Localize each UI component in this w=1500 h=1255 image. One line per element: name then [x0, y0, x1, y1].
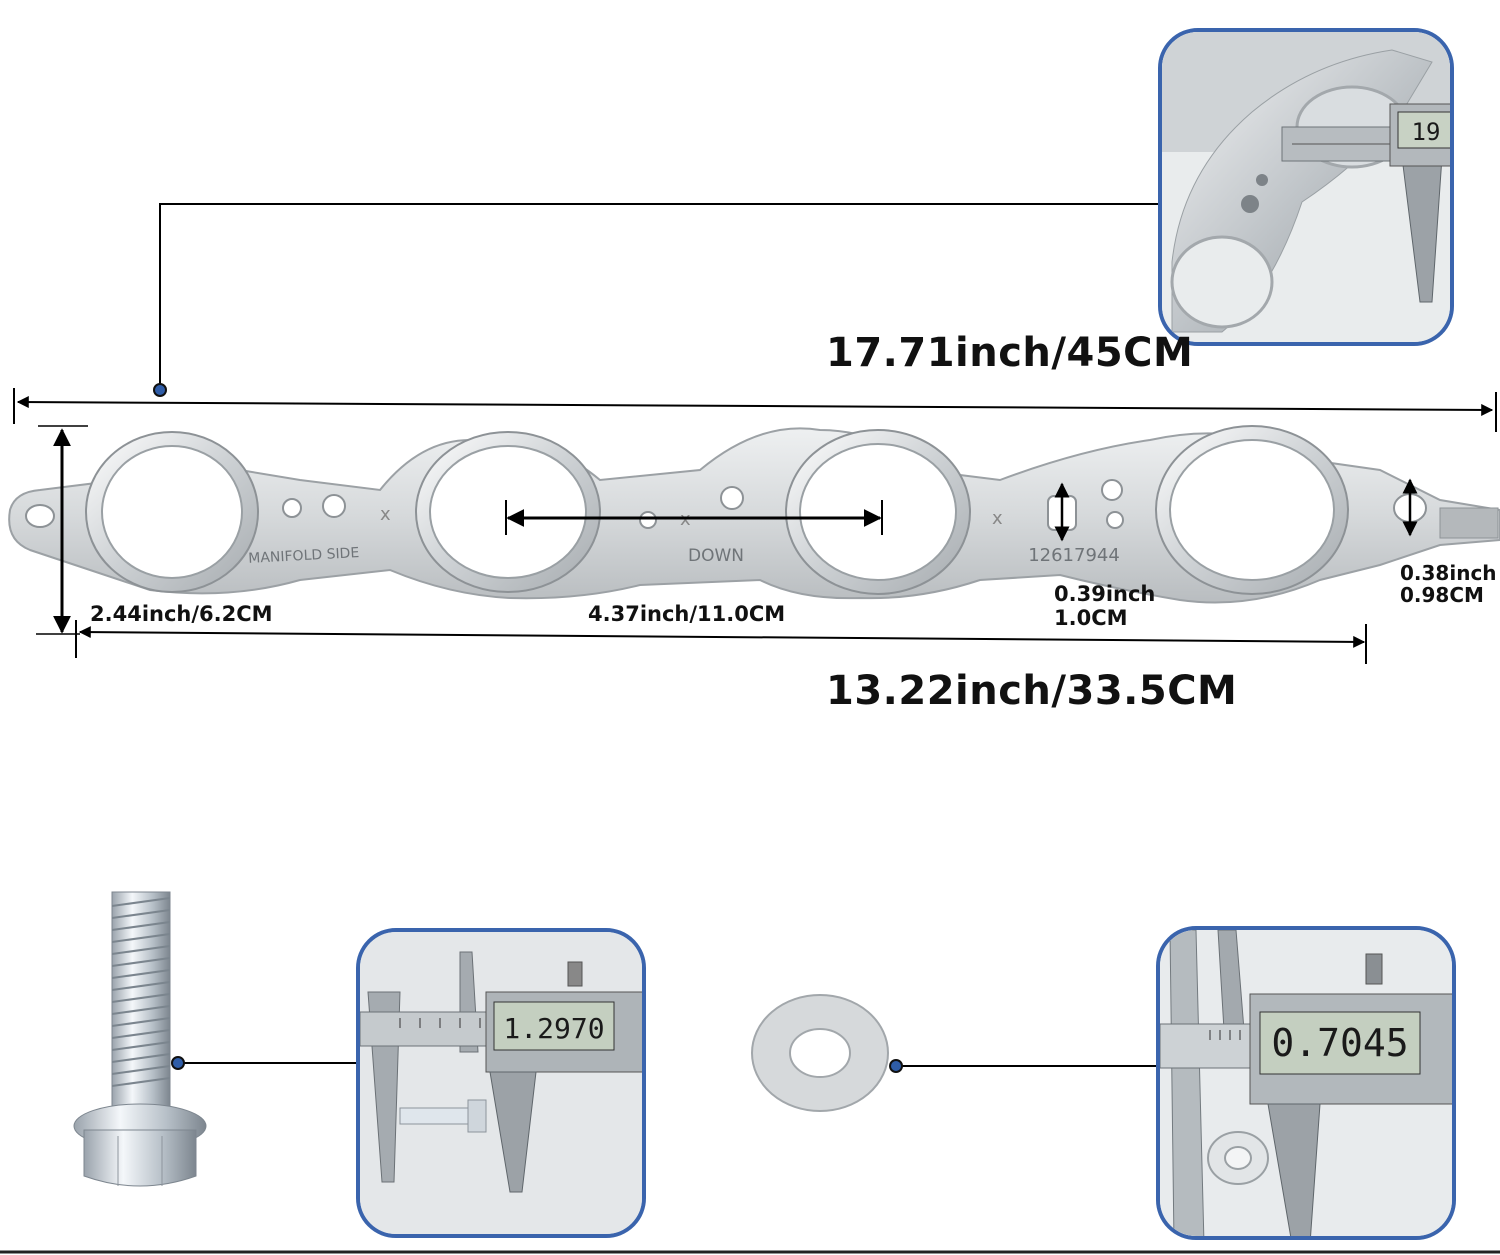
exhaust-gasket: x x x MANIFOLD SIDE DOWN 12617944	[8, 425, 1500, 604]
svg-text:x: x	[992, 508, 1003, 529]
manifold-side-stamp: MANIFOLD SIDE	[248, 545, 360, 567]
top-leader-dot	[153, 383, 167, 397]
top-leader-line	[159, 203, 1158, 390]
bolt-caliper-photo: 1.2970	[360, 932, 642, 1234]
gasket-caliper-photo: 19	[1162, 32, 1450, 342]
bolt-measurement-inset: 1.2970	[356, 928, 646, 1238]
total-length-label: 17.71inch/45CM	[826, 330, 1194, 376]
flange-bolt	[73, 891, 207, 1187]
height-label: 2.44inch/6.2CM	[90, 602, 273, 626]
port-spacing-label: 4.37inch/11.0CM	[588, 602, 786, 626]
washer-caliper-reading: 0.7045	[1271, 1021, 1408, 1065]
washer-caliper-photo: 0.7045	[1160, 930, 1452, 1236]
slot-height-cm: 1.0CM	[1054, 606, 1128, 630]
down-stamp: DOWN	[688, 546, 744, 566]
tab-hole-cm: 0.98CM	[1400, 583, 1484, 607]
washer-leader-dot	[889, 1059, 903, 1073]
svg-text:x: x	[380, 504, 391, 525]
port-span-arrow	[78, 626, 1366, 648]
gasket-thickness-inset: 19	[1158, 28, 1454, 346]
bolt-leader-dot	[171, 1056, 185, 1070]
tab-hole-inch: 0.38inch	[1400, 561, 1497, 585]
port-span-label: 13.22inch/33.5CM	[826, 668, 1238, 714]
tab-hole-label: 0.38inch 0.98CM	[1400, 562, 1497, 606]
part-number-stamp: 12617944	[1028, 545, 1120, 566]
bolt-caliper-reading: 1.2970	[503, 1012, 604, 1045]
length-arrow	[16, 396, 1494, 416]
washer-measurement-inset: 0.7045	[1156, 926, 1456, 1240]
slot-height-label: 0.39inch 1.0CM	[1054, 582, 1155, 630]
slot-height-inch: 0.39inch	[1054, 582, 1156, 606]
svg-text:19: 19	[1412, 118, 1441, 146]
flat-washer	[751, 994, 889, 1112]
